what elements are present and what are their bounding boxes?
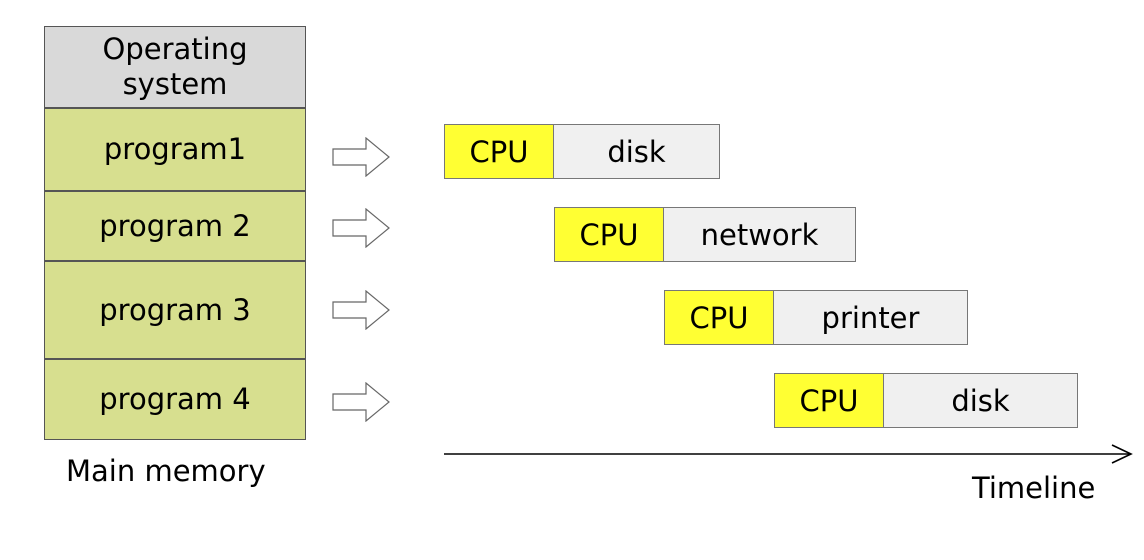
right-arrow-icon (332, 208, 390, 248)
cpu-segment: CPU (554, 207, 664, 262)
program-1-label: program1 (103, 132, 247, 167)
task-row-4: CPU disk (774, 373, 1078, 428)
task-row-1: CPU disk (444, 124, 720, 179)
cpu-segment: CPU (444, 124, 554, 179)
io-segment-disk: disk (554, 124, 720, 179)
right-arrow-icon (332, 382, 390, 422)
io-segment-network: network (664, 207, 856, 262)
program-2-label: program 2 (99, 208, 251, 243)
io-segment-printer: printer (774, 290, 968, 345)
right-arrow-icon (332, 290, 390, 330)
cpu-segment: CPU (664, 290, 774, 345)
program-4-block: program 4 (44, 359, 306, 440)
program-2-block: program 2 (44, 191, 306, 261)
program-1-block: program1 (44, 108, 306, 191)
operating-system-label: Operating system (102, 32, 248, 101)
right-arrow-icon (332, 137, 390, 177)
operating-system-block: Operating system (44, 26, 306, 108)
main-memory-caption: Main memory (66, 454, 266, 488)
task-row-3: CPU printer (664, 290, 968, 345)
program-3-label: program 3 (99, 292, 251, 327)
program-4-label: program 4 (99, 382, 251, 417)
program-3-block: program 3 (44, 261, 306, 359)
task-row-2: CPU network (554, 207, 856, 262)
cpu-segment: CPU (774, 373, 884, 428)
io-segment-disk: disk (884, 373, 1078, 428)
timeline-arrow (444, 444, 1133, 464)
timeline-label: Timeline (972, 471, 1096, 505)
